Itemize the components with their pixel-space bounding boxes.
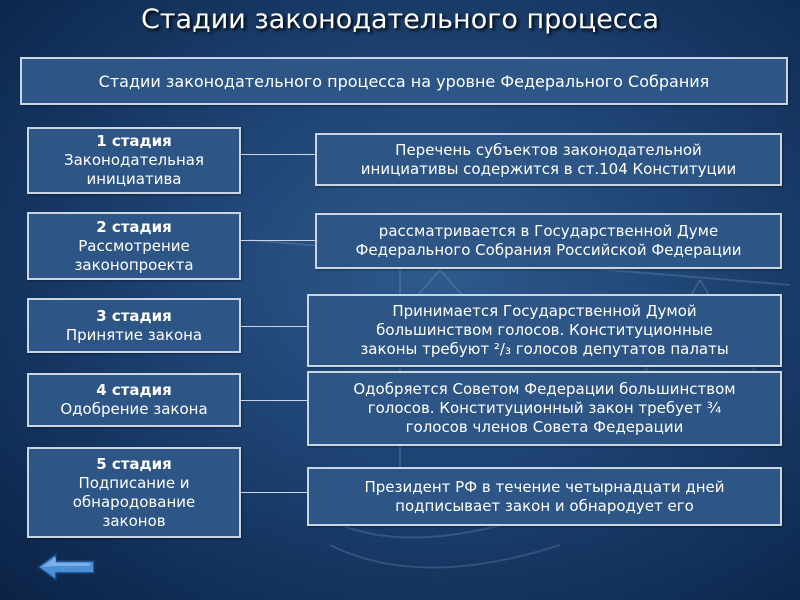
stage-4-description-line-1: Одобряется Советом Федерации большинство… — [353, 380, 736, 398]
stage-2-description-line-1: рассматривается в Государственной Думе — [378, 222, 719, 240]
stage-3-number: 3 стадия — [96, 306, 172, 325]
stage-5-label-line-3: законов — [102, 511, 166, 530]
stage-5-description-line-2: подписывает закон и обнародует его — [395, 496, 694, 515]
stage-3-box: 3 стадия Принятие закона — [27, 298, 241, 353]
stage-5-description-line-1: Президент РФ в течение четырнадцати дней — [364, 477, 725, 496]
stage-2-label-line-2: законопроекта — [74, 255, 194, 274]
stage-4-description-box: Одобряется Советом Федерации большинство… — [307, 371, 782, 446]
stage-1-number: 1 стадия — [96, 132, 172, 150]
stage-4-description-line-2: голосов. Конституционный закон требует ¾ — [367, 399, 722, 417]
stage-3-description-line-2: большинством голосов. Конституционные — [376, 321, 713, 339]
stage-3-label-line-1: Принятие закона — [65, 325, 203, 344]
stage-2-number: 2 стадия — [96, 217, 172, 236]
stage-2-box: 2 стадия Рассмотрение законопроекта — [27, 212, 241, 280]
stage-5-box: 5 стадия Подписание и обнародование зако… — [27, 447, 241, 538]
stage-2-description-box: рассматривается в Государственной Думе Ф… — [315, 213, 782, 269]
stage-1-description-box: Перечень субъектов законодательной иници… — [315, 133, 782, 186]
stage-2-label-line-1: Рассмотрение — [78, 236, 190, 255]
stage-2-description-line-2: Федерального Собрания Российской Федерац… — [355, 241, 742, 259]
page-title: Стадии законодательного процесса — [140, 4, 660, 35]
stage-1-connector — [241, 154, 315, 155]
stage-4-number: 4 стадия — [96, 381, 172, 399]
stage-1-label-line-1: Законодательная — [63, 151, 204, 169]
stage-3-connector — [241, 326, 307, 327]
stage-1-label-line-2: инициатива — [86, 170, 182, 188]
stage-1-box: 1 стадия Законодательная инициатива — [27, 127, 241, 194]
stage-2-connector — [241, 240, 315, 241]
stage-5-description-box: Президент РФ в течение четырнадцати дней… — [307, 467, 782, 526]
stage-3-description-line-1: Принимается Государственной Думой — [392, 302, 697, 320]
stage-4-connector — [241, 400, 307, 401]
stage-1-description-line-2: инициативы содержится в ст.104 Конституц… — [360, 159, 737, 178]
left-arrow-icon — [36, 552, 95, 582]
back-button[interactable] — [36, 552, 96, 582]
header-text: Стадии законодательного процесса на уров… — [98, 71, 710, 91]
stage-4-box: 4 стадия Одобрение закона — [27, 373, 241, 427]
stage-3-description-line-3: законы требуют ²/₃ голосов депутатов пал… — [360, 340, 729, 358]
stage-4-label-line-1: Одобрение закона — [60, 400, 208, 418]
stage-4-description-line-3: голосов членов Совета Федерации — [405, 418, 684, 436]
stage-5-connector — [241, 492, 307, 493]
stage-5-label-line-2: обнародование — [72, 492, 196, 511]
stage-3-description-box: Принимается Государственной Думой больши… — [307, 294, 782, 367]
stage-1-description-line-1: Перечень субъектов законодательной — [395, 140, 702, 159]
stage-5-number: 5 стадия — [96, 454, 172, 473]
header-box: Стадии законодательного процесса на уров… — [20, 57, 788, 105]
stage-5-label-line-1: Подписание и — [78, 473, 190, 492]
